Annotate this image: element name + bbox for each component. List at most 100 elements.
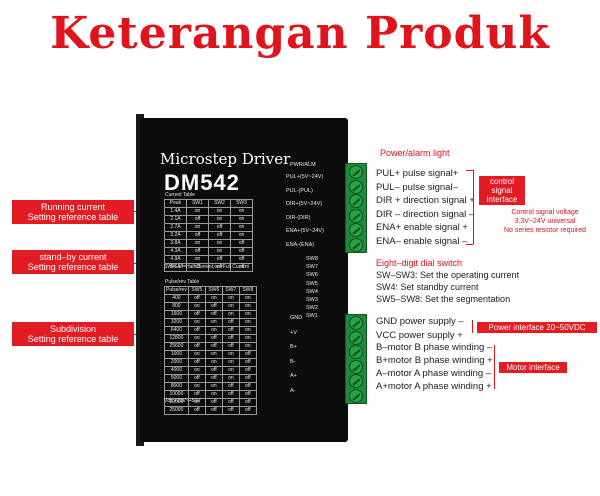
switch-label-0: SW8	[306, 256, 318, 262]
driver-model: DM542	[164, 170, 240, 195]
table-cell: 6400	[164, 326, 189, 335]
table-cell: on	[204, 326, 223, 335]
table-cell: 25600	[164, 342, 189, 351]
power-pin-3: B-	[290, 358, 296, 365]
switch-label-6: SW2	[306, 305, 318, 312]
terminal-screw	[349, 345, 363, 360]
terminal-screw	[349, 238, 363, 252]
power-desc-1: VCC power supply +	[376, 329, 463, 341]
table-cell: off	[230, 239, 253, 248]
table-cell: on	[187, 366, 206, 375]
terminal-screw	[349, 389, 363, 403]
terminal-screw	[349, 223, 363, 238]
switch-label-3: SW5	[306, 280, 318, 287]
control-bracket	[473, 170, 474, 244]
power-terminal-block	[345, 314, 367, 404]
table-cell: 2.1A	[164, 215, 187, 224]
table-cell: 1000	[164, 350, 189, 359]
table-cell: on	[208, 239, 231, 248]
table-cell: 2000	[164, 358, 189, 367]
table-cell: on	[230, 215, 253, 224]
table-cell: on	[204, 318, 223, 327]
pin-label-2: DIR+(5V~24V)	[286, 201, 323, 207]
table-cell: on	[238, 342, 257, 351]
table-cell: on	[238, 326, 257, 335]
table-cell: on	[204, 294, 223, 303]
table-cell: off	[238, 382, 257, 391]
standby-current-label: stand–by current Setting reference table	[12, 250, 134, 274]
table-cell: SW8	[238, 286, 257, 295]
switch-label-5: SW3	[306, 297, 318, 303]
pin-label-5: ENA-(ENA)	[286, 241, 315, 248]
table-cell: off	[221, 406, 240, 415]
terminal-screw	[349, 165, 363, 179]
table-cell: on	[238, 334, 257, 343]
switch-label-2: SW6	[306, 272, 318, 279]
table-cell: off	[238, 366, 257, 375]
current-table-caption: Current Table	[165, 192, 195, 198]
table-cell: off	[221, 342, 240, 351]
table-cell: 1.4A	[164, 207, 187, 216]
table-cell: on	[221, 374, 240, 383]
table-cell: on	[187, 334, 206, 343]
table-cell: off	[187, 310, 206, 319]
table-cell: on	[230, 231, 253, 240]
control-bracket-bottom	[466, 244, 473, 245]
table-cell: 400	[164, 294, 189, 303]
table-cell: off	[204, 374, 223, 383]
table-cell: off	[221, 390, 240, 399]
signal-desc-1: PUL– pulse signal–	[376, 181, 458, 193]
control-bracket-top	[466, 170, 473, 171]
table-cell: 25000	[164, 406, 189, 415]
table-cell: on	[187, 382, 206, 391]
table-cell: on	[186, 207, 209, 216]
table-cell: off	[208, 223, 231, 232]
switch-desc-1: SW–SW3: Set the operating current	[376, 270, 520, 280]
table-cell: on	[208, 207, 231, 216]
power-pin-5: A-	[290, 387, 296, 394]
power-pin-4: A+	[290, 373, 297, 379]
table-cell: off	[230, 247, 253, 256]
table-cell: off	[221, 382, 240, 391]
switch-desc-3: SW5–SW8: Set the segmentation	[376, 294, 511, 304]
table-cell: off	[221, 318, 240, 327]
table-cell: off	[238, 390, 257, 399]
table-cell: off	[230, 255, 253, 264]
motor-desc-2: A–motor A phase winding –	[376, 368, 492, 379]
table-cell: on	[187, 350, 206, 359]
table-cell: on	[221, 310, 240, 319]
table-cell: off	[238, 398, 257, 407]
driver-label: Microstep Driver	[160, 150, 291, 168]
signal-desc-4: ENA+ enable signal +	[376, 222, 468, 234]
table-cell: on	[204, 350, 223, 359]
table-cell: on	[187, 318, 206, 327]
table-cell: on	[238, 302, 257, 311]
table-cell: 8000	[164, 382, 189, 391]
signal-desc-0: PUL+ pulse signal+	[376, 168, 459, 179]
control-signal-interface-tag: control signal interface	[479, 176, 525, 205]
control-signal-voltage-note: Control signal voltage 3.3V~24V universa…	[503, 209, 587, 234]
motor-bracket	[494, 345, 495, 389]
table-cell: off	[204, 406, 223, 415]
table-cell: Pulse/rev	[164, 286, 189, 295]
terminal-screw	[349, 330, 363, 345]
table-cell: SW2	[208, 199, 231, 208]
table-cell: 4.3A	[164, 247, 187, 256]
table-cell: off	[230, 263, 253, 272]
